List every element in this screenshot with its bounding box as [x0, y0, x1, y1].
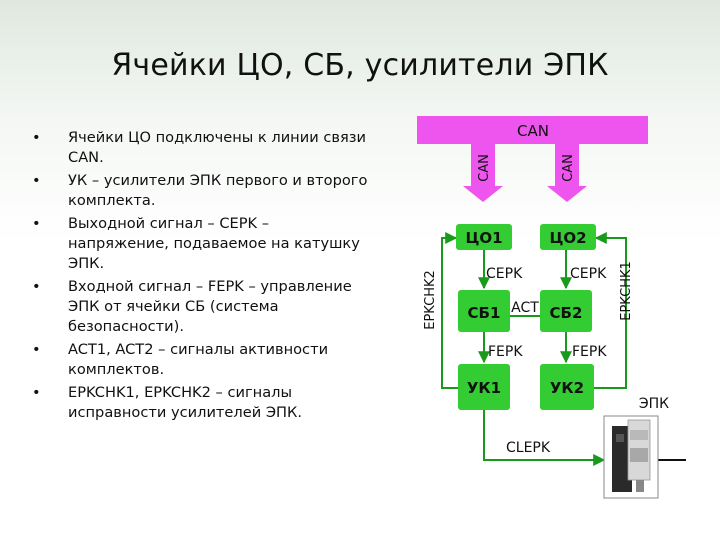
box-sb2-label: СБ2	[550, 304, 583, 322]
epkchk2-label: EPKCHK2	[423, 270, 438, 330]
box-co1-label: ЦО1	[465, 229, 502, 247]
box-co2-label: ЦО2	[549, 229, 586, 247]
box-uk2-label: УК2	[550, 379, 584, 397]
can-link-1-label: CAN	[477, 154, 492, 182]
can-link-2: CAN	[547, 144, 587, 202]
cepk-label-1: CEPK	[486, 266, 523, 282]
box-sb1-label: СБ1	[468, 304, 501, 322]
clepk-label: CLEPK	[506, 440, 551, 456]
can-link-2-label: CAN	[561, 154, 576, 182]
box-uk1-label: УК1	[467, 379, 501, 397]
epk-label: ЭПК	[639, 396, 669, 412]
can-link-1: CAN	[463, 144, 503, 202]
fepk-label-1: FEPK	[488, 344, 523, 360]
epkchk2-line	[442, 238, 458, 388]
act-label: ACT	[511, 300, 539, 316]
cepk-label-2: CEPK	[570, 266, 607, 282]
can-bus-label: CAN	[517, 122, 549, 140]
fepk-label-2: FEPK	[572, 344, 607, 360]
epkchk1-label: EPKCHK1	[619, 261, 634, 321]
epk-valve-device	[604, 416, 658, 498]
